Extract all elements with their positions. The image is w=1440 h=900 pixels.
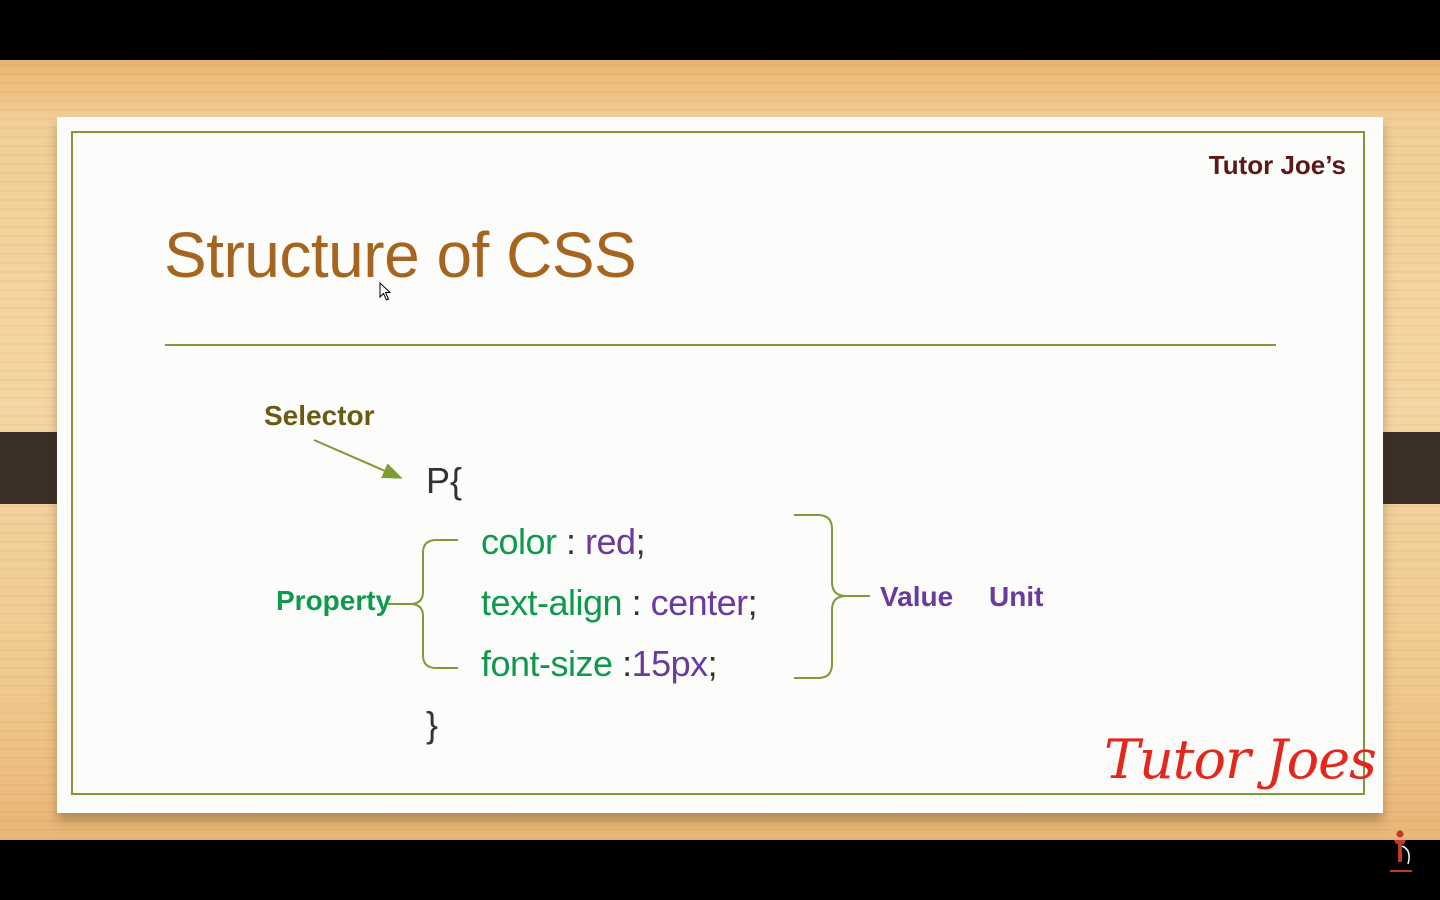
slide-frame [71, 131, 1365, 795]
declaration-line: text-align : center; [481, 582, 758, 624]
declaration-property: color [481, 521, 557, 562]
declaration-line: color : red; [481, 521, 646, 563]
slide-title: Structure of CSS [164, 219, 637, 291]
declaration-end: ; [707, 643, 718, 684]
value-label: Value [880, 581, 954, 612]
declaration-end: ; [747, 582, 758, 623]
declaration-separator: : [556, 521, 586, 562]
declaration-separator: : [622, 582, 651, 623]
declaration-end: ; [635, 521, 646, 562]
declaration-separator: : [612, 643, 632, 684]
tutor-joes-figure-icon [1390, 830, 1412, 872]
brand-top-right: Tutor Joe’s [1208, 150, 1346, 180]
code-close-brace: } [426, 704, 439, 745]
code-open-brace: P{ [426, 460, 463, 501]
slide-paper [57, 117, 1383, 813]
declaration-value: 15px [631, 643, 709, 684]
unit-label: Unit [989, 581, 1044, 612]
declaration-value: red [585, 521, 636, 562]
letterbox-top [0, 0, 1440, 60]
mouse-pointer-icon [379, 282, 392, 301]
title-divider [165, 344, 1276, 346]
declaration-value: center [650, 582, 749, 623]
selector-label: Selector [264, 400, 375, 431]
declaration-property: font-size [481, 643, 613, 684]
tutor-joes-logo: Tutor Joes [1104, 728, 1377, 791]
letterbox-bottom [0, 840, 1440, 900]
declaration-line: font-size :15px; [481, 643, 718, 685]
property-label: Property [276, 585, 392, 616]
declaration-property: text-align [481, 582, 623, 623]
